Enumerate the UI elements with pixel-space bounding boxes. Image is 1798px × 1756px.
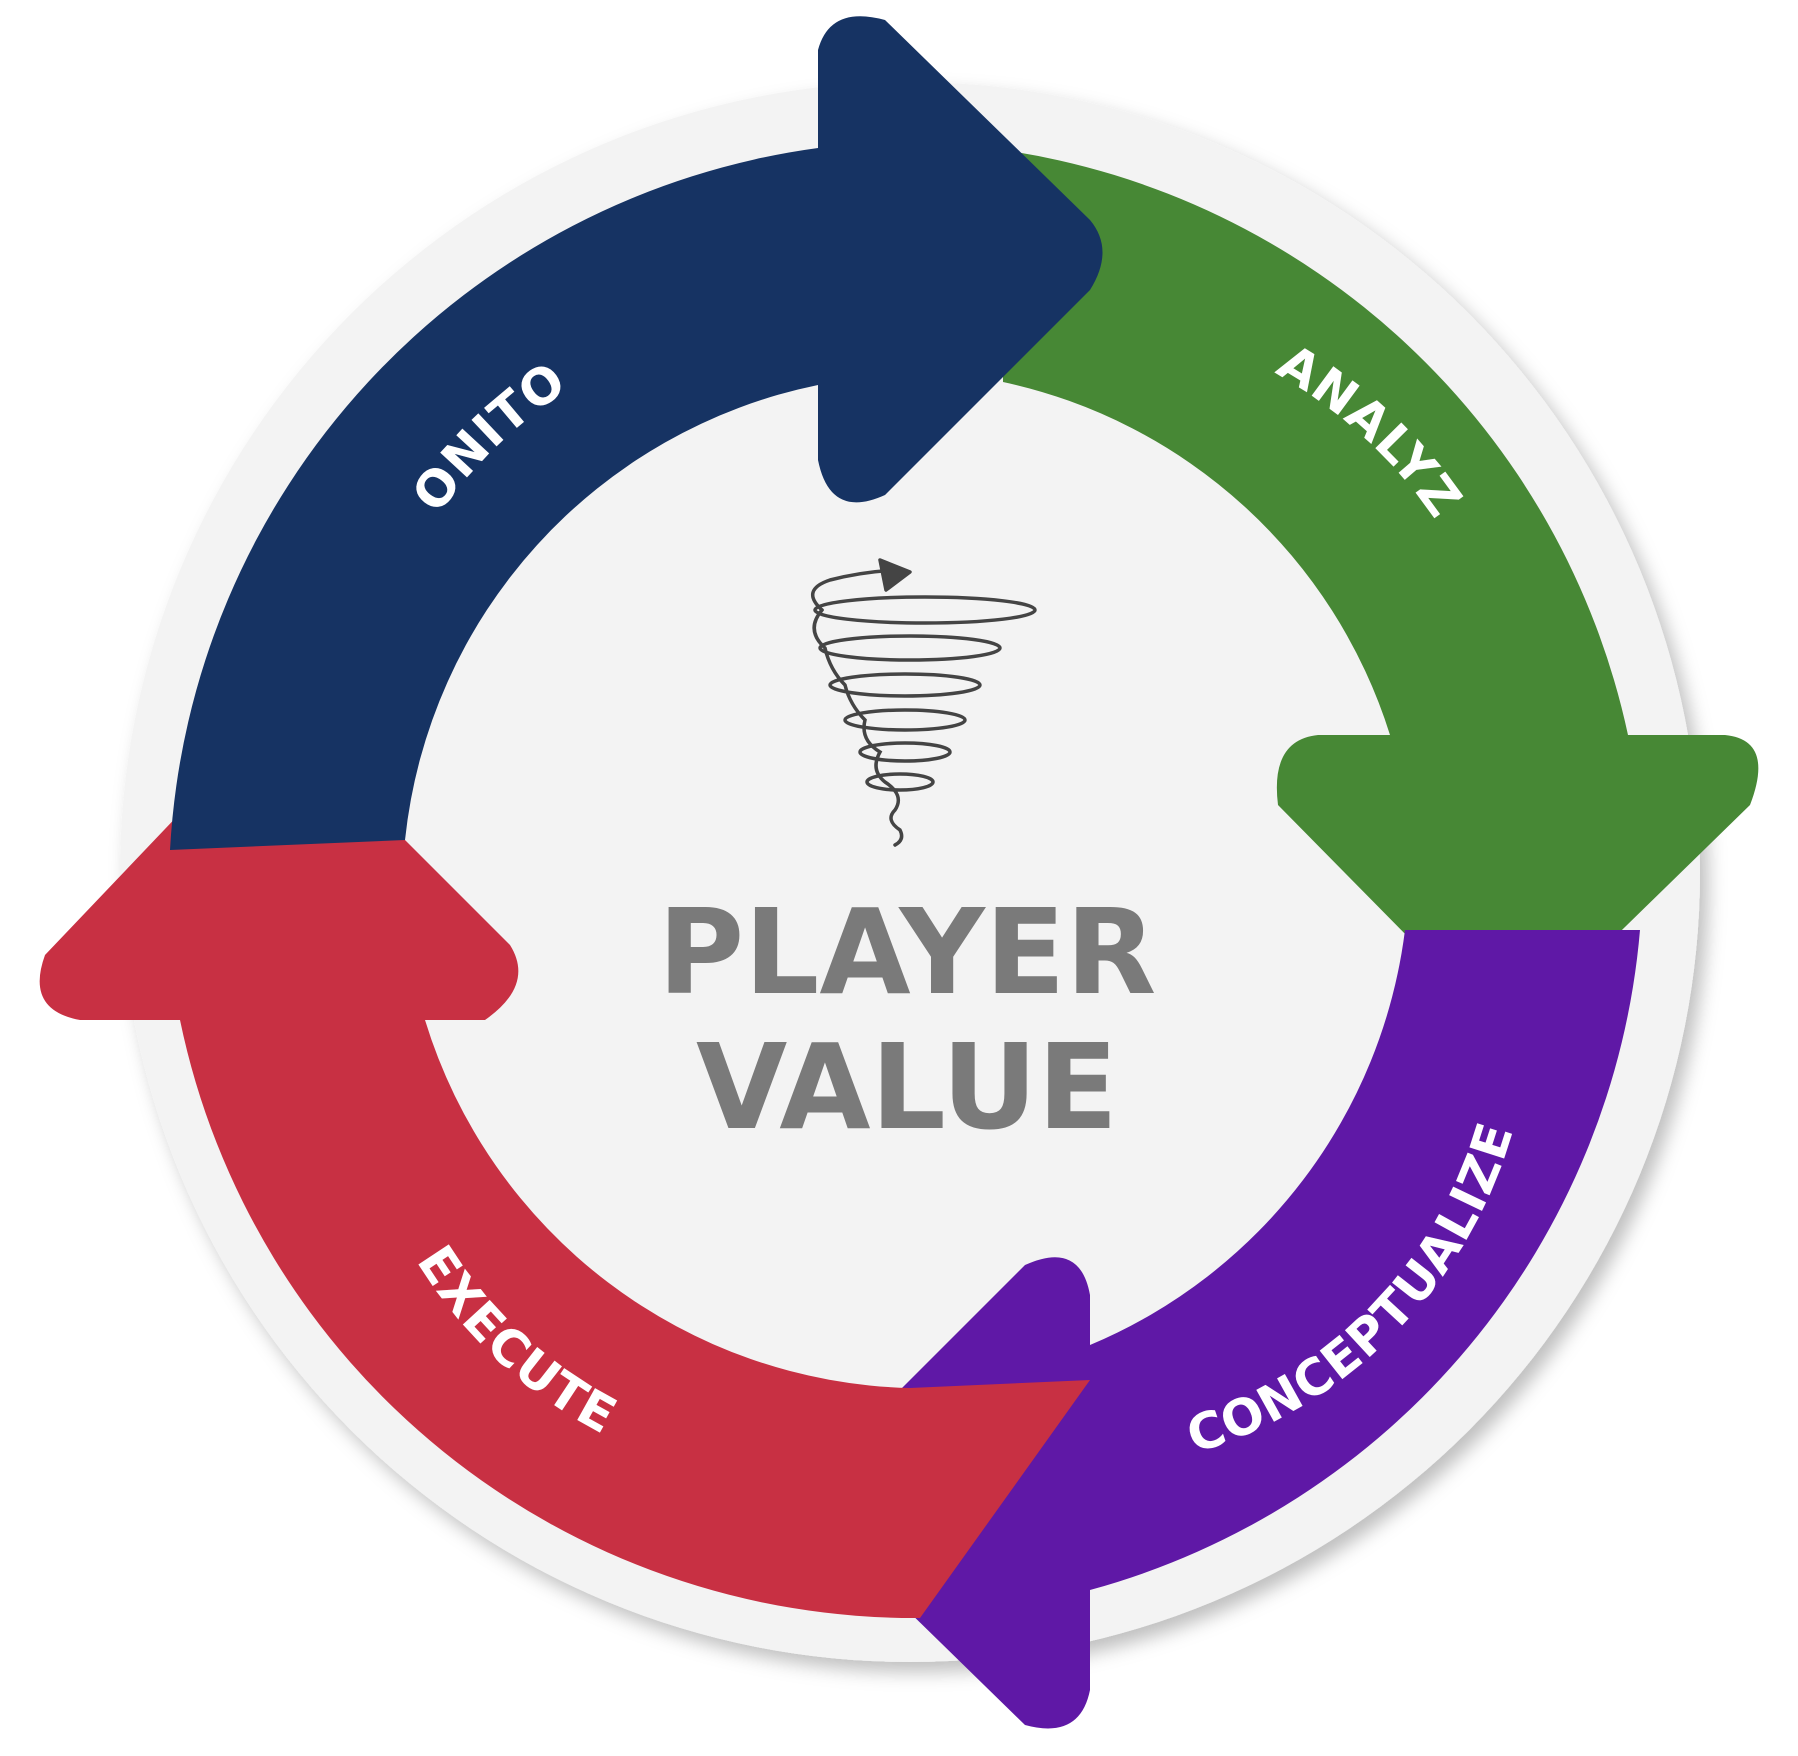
monitor-arrow (170, 16, 1103, 850)
analyze-arrow (1003, 150, 1759, 1020)
spiral-vortex-icon (811, 558, 1037, 847)
spiral-arrowhead (878, 558, 912, 592)
center-title-line-2: VALUE (696, 1018, 1118, 1156)
execute-arrow (39, 732, 1091, 1619)
conceptualize-arrow (808, 930, 1640, 1729)
center-title-line-1: PLAYER (658, 883, 1157, 1021)
